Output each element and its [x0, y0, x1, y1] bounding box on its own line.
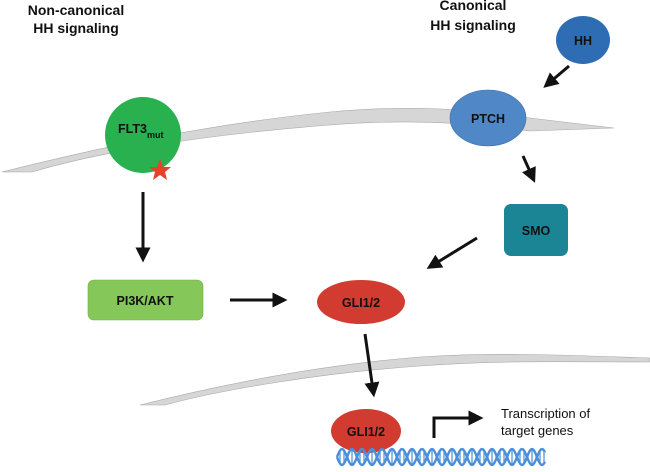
- canonical-title-line1: Canonical: [440, 0, 507, 13]
- gli-nucleus-label: GLI1/2: [347, 425, 385, 439]
- arrow-smo-to-gli: [426, 236, 478, 269]
- smo-node: [504, 204, 568, 256]
- dna-helix-icon: [335, 447, 547, 467]
- flt3-label: FLT3mut: [118, 122, 163, 140]
- transcription-line2: target genes: [501, 423, 574, 438]
- mutation-star-icon: [149, 159, 171, 180]
- pi3k-akt-label: PI3K/AKT: [117, 294, 174, 308]
- smo-label: SMO: [522, 224, 551, 238]
- gli-nucleus-node: [331, 409, 401, 453]
- cell-membrane: [1, 107, 615, 173]
- hh-node: [556, 16, 610, 64]
- arrow-hh-to-ptch: [543, 64, 570, 88]
- noncanonical-title-line2: HH signaling: [33, 20, 119, 36]
- arrow-gli-to-nucleus: [363, 333, 380, 398]
- noncanonical-title-line1: Non-canonical: [28, 2, 124, 18]
- arrow-ptch-to-smo: [521, 155, 536, 183]
- ptch-node: [449, 89, 527, 147]
- canonical-title-line2: HH signaling: [430, 17, 516, 33]
- gli-cytoplasm-label: GLI1/2: [342, 296, 380, 310]
- nuclear-membrane: [139, 354, 650, 406]
- flt3-node: [105, 97, 181, 173]
- gli-cytoplasm-node: [317, 280, 405, 324]
- pi3k-akt-node: [87, 279, 204, 321]
- transcription-arrow: [432, 410, 484, 438]
- hh-label: HH: [574, 34, 592, 48]
- ptch-label: PTCH: [471, 112, 505, 126]
- transcription-line1: Transcription of: [501, 406, 590, 421]
